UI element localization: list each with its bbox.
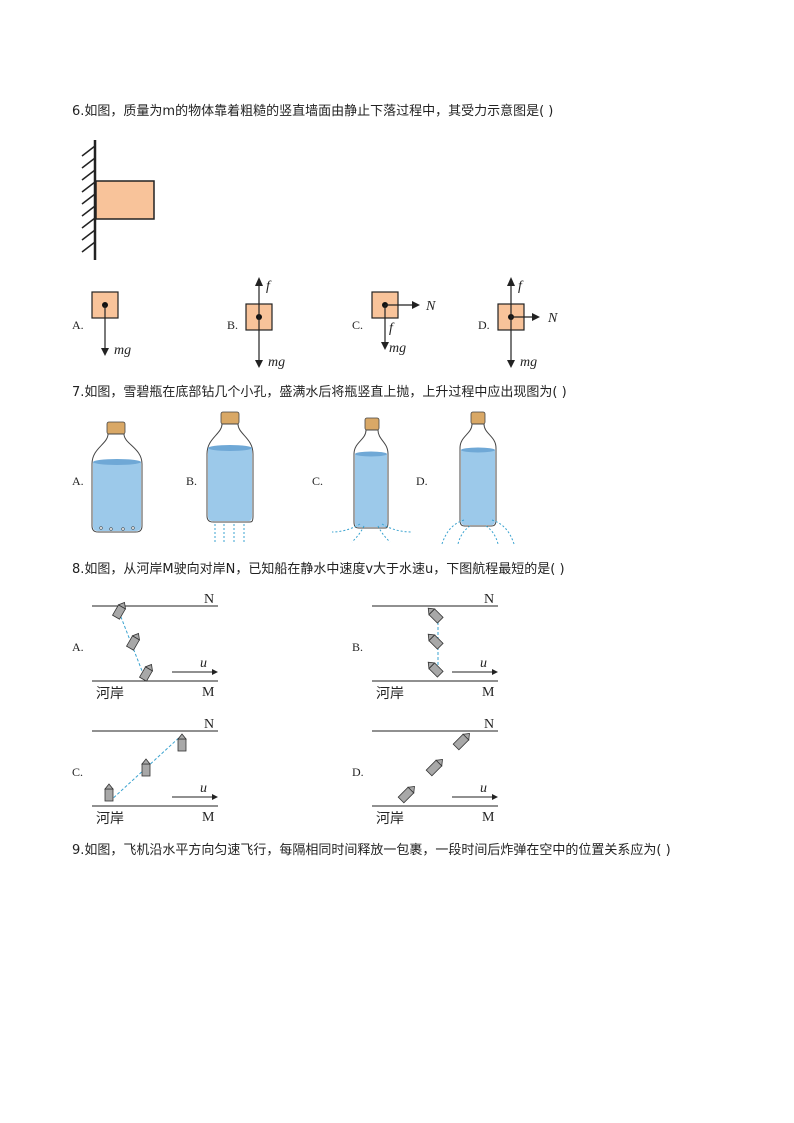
mg-label: mg [389,341,406,356]
q6-option-d-figure: f N mg [497,277,558,370]
bank-label: 河岸 [376,811,404,827]
q8-option-b-label[interactable]: B. [352,640,364,654]
m-label: M [482,685,495,700]
mg-label: mg [114,343,131,358]
m-label: M [482,810,495,825]
q8-option-c-label[interactable]: C. [72,765,84,779]
n-label: N [547,311,558,326]
m-label: M [202,810,215,825]
q8-option-d-figure: N M 河岸 u [372,717,498,827]
m-label: M [202,685,215,700]
q8-option-d-label[interactable]: D. [352,765,364,779]
u-label: u [480,781,487,796]
n-label: N [204,592,214,607]
q8-option-c-figure: N M 河岸 u [92,717,218,827]
mg-label: mg [520,355,537,370]
q7-option-c-label[interactable]: C. [312,474,324,488]
n-label: N [204,717,214,732]
question-6-text: 6.如图，质量为m的物体靠着粗糙的竖直墙面由静止下落过程中，其受力示意图是( ) [72,104,554,119]
q7-option-c-bottle [331,417,413,543]
q6-option-c-figure: N f mg [371,291,436,356]
q8-option-b-figure: N M 河岸 u [372,592,498,702]
bank-label: 河岸 [376,686,404,702]
q7-option-b-bottle [206,411,254,544]
u-label: u [200,656,207,671]
q8-option-a-figure: N M 河岸 u [92,592,218,702]
mg-label: mg [268,355,285,370]
q7-option-a-label[interactable]: A. [72,474,84,488]
n-label: N [425,299,436,314]
f-label: f [389,321,395,336]
wall-block-figure [81,140,155,260]
q6-option-c-label[interactable]: C. [352,318,364,332]
f-label: f [518,279,524,294]
q6-option-a-label[interactable]: A. [72,318,84,332]
q8-option-a-label[interactable]: A. [72,640,84,654]
q6-option-a-figure: mg [91,291,131,358]
q7-option-d-label[interactable]: D. [416,474,428,488]
u-label: u [480,656,487,671]
n-label: N [484,717,494,732]
q7-option-d-bottle [441,411,515,545]
q7-option-a-bottle [91,421,143,533]
question-9-text: 9.如图，飞机沿水平方向匀速飞行，每隔相同时间释放一包裹，一段时间后炸弹在空中的… [72,843,671,858]
f-label: f [266,279,272,294]
q6-option-b-label[interactable]: B. [227,318,239,332]
q6-option-d-label[interactable]: D. [478,318,490,332]
question-8-text: 8.如图，从河岸M驶向对岸N，已知船在静水中速度v大于水速u，下图航程最短的是(… [72,562,565,577]
question-7-text: 7.如图，雪碧瓶在底部钻几个小孔，盛满水后将瓶竖直上抛，上升过程中应出现图为( … [72,385,567,400]
u-label: u [200,781,207,796]
q6-option-b-figure: f mg [245,277,285,370]
block [95,180,155,220]
q7-option-b-label[interactable]: B. [186,474,198,488]
bank-label: 河岸 [96,811,124,827]
n-label: N [484,592,494,607]
bank-label: 河岸 [96,686,124,702]
